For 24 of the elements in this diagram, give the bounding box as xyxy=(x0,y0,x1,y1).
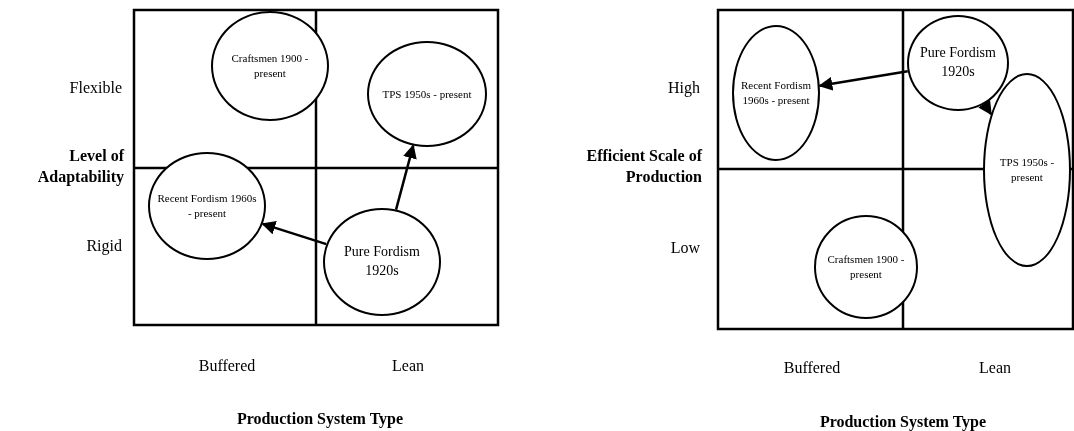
arrow xyxy=(261,221,327,246)
axis-category: Lean xyxy=(978,358,1012,378)
axis-category: Buffered xyxy=(197,356,257,376)
ellipse-node: Recent Fordism 1960s - present xyxy=(732,25,820,161)
arrow xyxy=(394,144,417,210)
ellipse-node: TPS 1950s - present xyxy=(367,41,487,147)
axis-category: Low xyxy=(669,238,700,258)
arrow xyxy=(818,70,908,91)
axis-title: Efficient Scale of Production xyxy=(585,146,702,187)
ellipse-node: TPS 1950s - present xyxy=(983,73,1071,267)
ellipse-node: Pure Fordism 1920s xyxy=(323,208,441,316)
axis-title: Level of Adaptability xyxy=(36,146,124,188)
ellipse-node: Recent Fordism 1960s - present xyxy=(148,152,266,260)
axis-title: Production System Type xyxy=(235,409,405,430)
axis-category: High xyxy=(667,78,700,99)
ellipse-node: Craftsmen 1900 - present xyxy=(814,215,918,319)
axis-category: Lean xyxy=(391,356,425,376)
axis-category: Rigid xyxy=(85,236,122,257)
arrow xyxy=(978,99,993,116)
axis-category: Buffered xyxy=(782,358,842,378)
axis-title: Production System Type xyxy=(818,412,988,431)
axis-category: Flexible xyxy=(68,78,122,98)
ellipse-node: Craftsmen 1900 - present xyxy=(211,11,329,121)
ellipse-node: Pure Fordism 1920s xyxy=(907,15,1009,111)
